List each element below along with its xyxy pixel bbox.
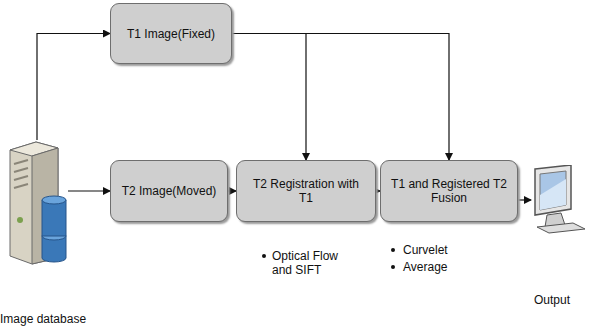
flow-arrow [232, 34, 449, 161]
box-label: T1 and Registered T2 Fusion [381, 177, 517, 205]
box-label: T1 Image(Fixed) [119, 27, 223, 41]
process-box: T1 Image(Fixed) [110, 3, 232, 64]
flow-arrow [228, 190, 236, 191]
process-box: T1 and Registered T2 Fusion [380, 160, 518, 222]
method-note: Optical Flow and SIFT [272, 249, 350, 277]
flow-arrow [518, 199, 531, 200]
icon-caption: Output [517, 293, 587, 307]
output-node: Output [525, 165, 595, 310]
process-box: T2 Image(Moved) [110, 160, 228, 222]
process-box: T2 Registration with T1 [236, 160, 376, 222]
method-note: Curvelet [403, 243, 483, 257]
server-icon [6, 140, 68, 266]
method-note: Average [403, 260, 483, 274]
flow-arrow [37, 34, 110, 141]
flow-arrow [232, 34, 306, 161]
flow-arrow [68, 190, 110, 191]
box-label: T2 Registration with T1 [237, 177, 375, 205]
box-label: T2 Image(Moved) [114, 184, 225, 198]
icon-caption: Image database [0, 312, 100, 326]
database-node: Image database [0, 140, 100, 330]
monitor-icon [531, 165, 589, 235]
